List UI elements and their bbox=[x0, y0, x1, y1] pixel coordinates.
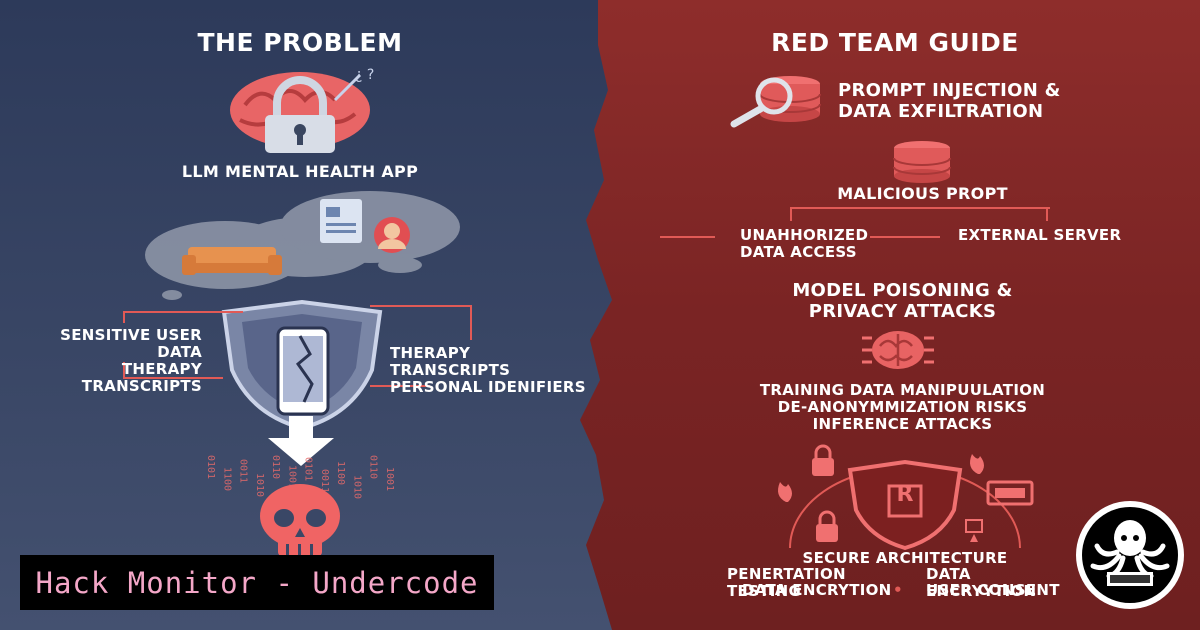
malicious-prompt-label: MALICIOUS PROPT bbox=[837, 184, 1008, 203]
skull-icon bbox=[260, 484, 340, 556]
shield-letter: R bbox=[896, 482, 914, 507]
right-connector-top bbox=[370, 305, 470, 307]
branch-horizontal bbox=[790, 207, 1050, 209]
injection-label: PROMPT INJECTION & DATA EXFILTRATION bbox=[838, 80, 1061, 122]
left-connector-vbot bbox=[123, 362, 125, 378]
app-label: LLM MENTAL HEALTH APP bbox=[181, 162, 419, 181]
watermark-banner: Hack Monitor - Undercode bbox=[20, 555, 494, 610]
left-connector-vtop bbox=[123, 311, 125, 323]
data-encryption-label-2: DATA ENCRYTION bbox=[742, 581, 892, 599]
branch-right bbox=[1046, 207, 1048, 221]
bullet-dot: • bbox=[893, 581, 903, 599]
left-connector-bot bbox=[123, 377, 223, 379]
personal-identifiers-label: THERAPY TRANSCRIPTS PERSONAL IDENIFIERS bbox=[390, 344, 586, 396]
fire-icon-left bbox=[778, 482, 792, 502]
right-heading: RED TEAM GUIDE bbox=[771, 28, 1019, 57]
data-encryption-label: DATA ENCRYYTION bbox=[926, 565, 1037, 600]
right-connector-v bbox=[470, 305, 472, 340]
thought-clouds bbox=[145, 191, 460, 300]
external-server-label: EXTERNAL SERVER bbox=[958, 226, 1122, 244]
sofa-icon bbox=[182, 247, 282, 275]
brain-chip-icon bbox=[862, 331, 934, 369]
watermark-text: Hack Monitor - Undercode bbox=[35, 565, 479, 600]
shield-phone-icon bbox=[221, 300, 383, 430]
branch-left bbox=[790, 207, 792, 221]
arrow-in-line bbox=[660, 236, 715, 238]
poisoning-label: MODEL POISONING & PRIVACY ATTACKS bbox=[792, 280, 1013, 322]
brain-padlock-icon: ¿ ? bbox=[230, 67, 374, 153]
sensitive-data-label: SENSITIVE USER DATA THERAPY TRANSCRIPTS bbox=[60, 326, 202, 395]
down-arrow-icon bbox=[268, 416, 334, 466]
right-connector-bot bbox=[370, 385, 430, 387]
database-icon bbox=[893, 141, 951, 183]
magnifier-database-icon bbox=[730, 76, 821, 128]
secure-ring bbox=[778, 444, 1034, 551]
secure-architecture-label: SECURE ARCHITECTURE bbox=[802, 549, 1008, 567]
binary-rain: 0101 1100 0011 1010 0110 1001 0101 0011 … bbox=[205, 455, 395, 500]
lock-icon bbox=[812, 444, 834, 476]
arrow-mid-line bbox=[870, 236, 940, 238]
attack-list: TRAINING DATA MANIPUULATION DE-ANONYMMIZ… bbox=[759, 381, 1046, 433]
fire-icon bbox=[970, 454, 984, 474]
left-heading: THE PROBLEM bbox=[197, 28, 403, 57]
user-consent-label: USER CONSENT bbox=[926, 581, 1060, 599]
svg-text:¿ ?: ¿ ? bbox=[355, 67, 374, 83]
octopus-logo bbox=[1076, 501, 1184, 609]
unauthorized-access-label: UNAHHORIZED DATA ACCESS bbox=[740, 226, 869, 261]
left-connector-top bbox=[123, 311, 243, 313]
pen-testing-label: PENERTATION TESTING bbox=[727, 565, 846, 600]
